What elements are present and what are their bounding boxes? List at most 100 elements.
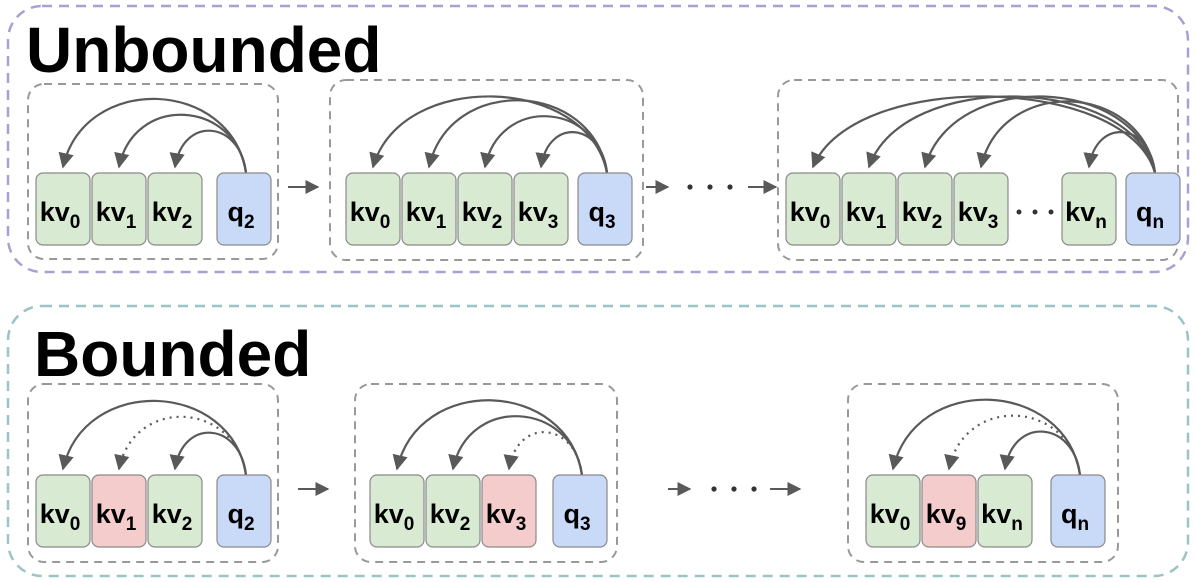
attention-arc xyxy=(169,129,248,174)
attention-arc xyxy=(480,115,609,174)
kv-token-1: kv1 xyxy=(91,172,147,246)
group-frame xyxy=(777,79,1179,261)
token-box xyxy=(1061,172,1117,246)
dotted-attention-arc xyxy=(114,415,248,476)
kv-token-2: kv2 xyxy=(425,474,481,548)
attention-arc xyxy=(169,431,248,476)
token-box xyxy=(552,474,608,548)
token-label: kv0 xyxy=(790,197,831,233)
ellipsis-dot xyxy=(711,486,717,492)
token-label: kv2 xyxy=(152,499,193,535)
attention-arc xyxy=(535,131,609,174)
token-label: kv0 xyxy=(40,499,81,535)
dotted-attention-arc xyxy=(944,414,1082,476)
token-label: kv0 xyxy=(870,499,911,535)
token-box xyxy=(425,474,481,548)
kv-token-3: kv3 xyxy=(481,474,537,548)
token-box xyxy=(457,172,513,246)
token-label: kvn xyxy=(981,499,1023,535)
token-label: kv3 xyxy=(518,197,559,233)
token-label: q2 xyxy=(227,197,254,233)
token-box xyxy=(91,172,147,246)
kv-token-0: kv0 xyxy=(345,172,401,246)
token-box xyxy=(513,172,569,246)
kv-token-0: kv0 xyxy=(865,474,921,548)
token-label: kv1 xyxy=(846,197,887,233)
token-box xyxy=(921,474,977,548)
query-token-3: q3 xyxy=(577,172,633,246)
kv-token-2: kv2 xyxy=(147,474,203,548)
ellipsis-dot xyxy=(687,184,693,190)
ellipsis-dot xyxy=(1016,209,1022,215)
kv-token-3: kv3 xyxy=(953,172,1009,246)
token-label: kv1 xyxy=(406,197,447,233)
token-label: kv3 xyxy=(958,197,999,233)
token-box xyxy=(35,474,91,548)
group-frame xyxy=(329,79,644,261)
token-label: kv0 xyxy=(374,499,415,535)
attention-arc xyxy=(1083,131,1157,174)
token-box xyxy=(345,172,401,246)
token-label: qn xyxy=(1136,197,1164,233)
ellipsis-dot xyxy=(707,184,713,190)
attention-arc xyxy=(369,95,609,174)
attention-arc xyxy=(58,97,248,174)
token-label: q3 xyxy=(563,499,590,535)
query-token-n: qn xyxy=(1125,172,1181,246)
token-box xyxy=(1125,172,1181,246)
attention-arc xyxy=(976,100,1157,174)
attention-arc xyxy=(392,399,584,476)
attention-arc xyxy=(448,415,584,476)
token-label: q2 xyxy=(227,499,254,535)
token-box xyxy=(216,172,272,246)
attention-arc xyxy=(114,113,248,174)
token-box xyxy=(977,474,1033,548)
kv-token-1: kv1 xyxy=(401,172,457,246)
token-label: kv9 xyxy=(926,499,967,535)
token-label: kv2 xyxy=(462,197,503,233)
attention-arc xyxy=(866,95,1157,174)
token-box xyxy=(897,172,953,246)
token-box xyxy=(953,172,1009,246)
ellipsis-dot xyxy=(727,184,733,190)
attention-arc xyxy=(424,99,609,174)
token-box xyxy=(577,172,633,246)
kv-token-n: kvn xyxy=(1061,172,1117,246)
query-token-3: q3 xyxy=(552,474,608,548)
token-label: kv3 xyxy=(486,499,527,535)
token-box xyxy=(865,474,921,548)
token-box xyxy=(401,172,457,246)
token-box xyxy=(216,474,272,548)
attention-arc xyxy=(999,430,1082,476)
token-box xyxy=(1050,474,1106,548)
section-title-bounded: Bounded xyxy=(34,318,312,390)
kv-token-9: kv9 xyxy=(921,474,977,548)
token-label: kv0 xyxy=(350,197,391,233)
dotted-attention-arc xyxy=(503,431,584,476)
attention-arc xyxy=(921,95,1157,174)
attention-arc xyxy=(58,399,248,476)
token-box xyxy=(147,172,203,246)
token-label: kv1 xyxy=(96,499,137,535)
ellipsis-dot xyxy=(1032,209,1038,215)
group-frame xyxy=(354,383,618,563)
query-token-n: qn xyxy=(1050,474,1106,548)
section-frame xyxy=(6,304,1190,578)
kv-token-1: kv1 xyxy=(91,474,147,548)
kv-token-0: kv0 xyxy=(369,474,425,548)
token-box xyxy=(369,474,425,548)
token-box xyxy=(481,474,537,548)
kv-token-0: kv0 xyxy=(35,172,91,246)
token-label: q3 xyxy=(588,197,615,233)
group-frame xyxy=(27,83,279,260)
token-box xyxy=(147,474,203,548)
token-box xyxy=(785,172,841,246)
token-label: kv0 xyxy=(40,197,81,233)
ellipsis-dot xyxy=(751,486,757,492)
kv-token-2: kv2 xyxy=(457,172,513,246)
query-token-2: q2 xyxy=(216,172,272,246)
kv-token-0: kv0 xyxy=(35,474,91,548)
kv-token-2: kv2 xyxy=(147,172,203,246)
kv-token-2: kv2 xyxy=(897,172,953,246)
token-label: kv1 xyxy=(96,197,137,233)
